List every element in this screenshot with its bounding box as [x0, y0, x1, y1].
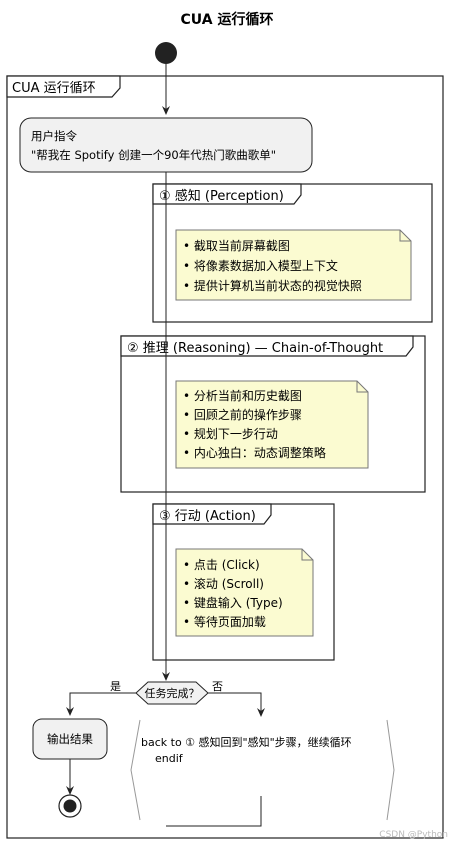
- end-node: [58, 794, 82, 818]
- outer-frame-label: CUA 运行循环: [12, 81, 96, 96]
- user-instruction-text: "帮我在 Spotify 创建一个90年代热门歌曲歌单": [31, 148, 276, 162]
- reasoning-note-item: • 内心独白：动态调整策略: [183, 445, 326, 460]
- loop-back-node: back to ① 感知回到"感知"步骤，继续循环 endif: [130, 719, 395, 821]
- decision-no-label: 否: [212, 680, 223, 693]
- loop-back-text: back to ① 感知回到"感知"步骤，继续循环: [141, 735, 352, 749]
- action-note-item: • 键盘输入 (Type): [183, 595, 283, 610]
- reasoning-note-item: • 分析当前和历史截图: [183, 388, 302, 403]
- action-note-item: • 等待页面加载: [183, 615, 266, 629]
- decision-node: 任务完成？: [135, 681, 209, 705]
- action-note: • 点击 (Click) • 滚动 (Scroll) • 键盘输入 (Type)…: [175, 548, 314, 637]
- reasoning-note-item: • 规划下一步行动: [183, 426, 278, 441]
- perception-frame: ① 感知 (Perception) • 截取当前屏幕截图 • 将像素数据加入模型…: [152, 183, 433, 323]
- flow-yes-branch: [66, 692, 136, 716]
- user-instruction-label: 用户指令: [31, 129, 77, 143]
- reasoning-note: • 分析当前和历史截图 • 回顾之前的操作步骤 • 规划下一步行动 • 内心独白…: [175, 380, 369, 469]
- diagram-title: CUA 运行循环: [181, 11, 274, 28]
- flow-no-branch: [208, 692, 265, 717]
- flow-loop-back-tail: [166, 796, 262, 827]
- action-note-item: • 点击 (Click): [183, 558, 260, 572]
- action-frame-label: ③ 行动 (Action): [159, 509, 256, 524]
- output-label: 输出结果: [47, 732, 93, 746]
- start-node: [155, 42, 177, 64]
- reasoning-frame-label: ② 推理 (Reasoning) — Chain-of-Thought: [127, 341, 383, 356]
- decision-label: 任务完成？: [145, 686, 200, 700]
- reasoning-note-item: • 回顾之前的操作步骤: [183, 407, 302, 422]
- perception-note: • 截取当前屏幕截图 • 将像素数据加入模型上下文 • 提供计算机当前状态的视觉…: [175, 229, 412, 301]
- perception-note-item: • 截取当前屏幕截图: [183, 238, 290, 253]
- outer-frame: CUA 运行循环: [6, 75, 444, 839]
- user-instruction-node: 用户指令 "帮我在 Spotify 创建一个90年代热门歌曲歌单": [19, 117, 313, 173]
- loop-back-endif: endif: [155, 752, 184, 765]
- decision-yes-label: 是: [110, 680, 121, 693]
- output-node: 输出结果: [32, 718, 108, 760]
- perception-frame-label: ① 感知 (Perception): [159, 188, 284, 204]
- watermark-text: CSDN @Python: [379, 830, 448, 840]
- action-frame: ③ 行动 (Action) • 点击 (Click) • 滚动 (Scroll)…: [152, 503, 335, 661]
- action-note-item: • 滚动 (Scroll): [183, 576, 264, 591]
- reasoning-frame: ② 推理 (Reasoning) — Chain-of-Thought • 分析…: [120, 335, 426, 493]
- perception-note-item: • 提供计算机当前状态的视觉快照: [183, 278, 362, 293]
- perception-note-item: • 将像素数据加入模型上下文: [183, 258, 338, 273]
